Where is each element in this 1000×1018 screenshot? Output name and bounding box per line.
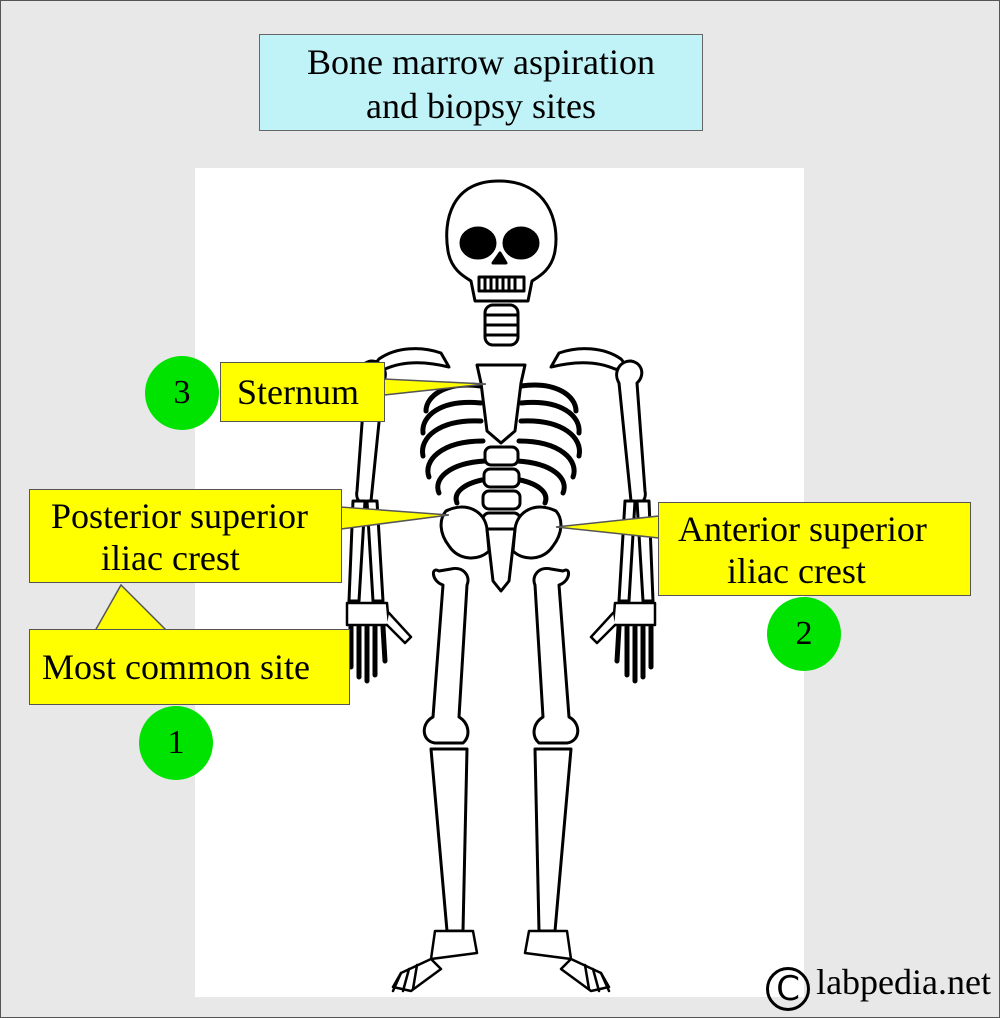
- anterior-label-line-1: Anterior superior: [678, 509, 927, 549]
- sternum-label: Sternum: [220, 362, 385, 422]
- title-line-2: and biopsy sites: [366, 86, 596, 126]
- hand-right: [589, 601, 657, 684]
- site-number-3: 3: [145, 356, 219, 430]
- anterior-superior-iliac-crest-label: Anterior superior iliac crest: [658, 502, 971, 596]
- hand-left: [345, 601, 413, 684]
- site-number-2: 2: [767, 597, 841, 671]
- copyright-icon: C: [766, 967, 811, 1011]
- title-box: Bone marrow aspiration and biopsy sites: [259, 34, 703, 131]
- femur-left: [422, 566, 470, 745]
- posterior-superior-iliac-crest-label: Posterior superior iliac crest: [29, 489, 342, 583]
- femur-right: [532, 566, 580, 745]
- most-common-pointer: [93, 583, 169, 632]
- sternum-bone: [475, 363, 527, 445]
- foot-right: [523, 929, 611, 993]
- title-line-1: Bone marrow aspiration: [307, 42, 655, 82]
- sternum-label-text: Sternum: [237, 372, 359, 412]
- posterior-label-line-1: Posterior superior: [51, 496, 308, 536]
- site-number-1: 1: [139, 706, 213, 780]
- pelvis-ilium-left: [439, 505, 491, 560]
- skull: [445, 179, 558, 303]
- anterior-label-line-2: iliac crest: [727, 551, 866, 591]
- lumbar-spine: [481, 445, 522, 533]
- most-common-site-label: Most common site: [29, 629, 350, 705]
- most-common-label-text: Most common site: [42, 647, 310, 687]
- posterior-label-line-2: iliac crest: [101, 538, 240, 578]
- rib-cage: [420, 382, 582, 506]
- foot-left: [391, 929, 479, 993]
- forearm-left-ulna: [365, 499, 385, 603]
- sacrum: [485, 527, 517, 593]
- credit-text: labpedia.net: [816, 962, 991, 1002]
